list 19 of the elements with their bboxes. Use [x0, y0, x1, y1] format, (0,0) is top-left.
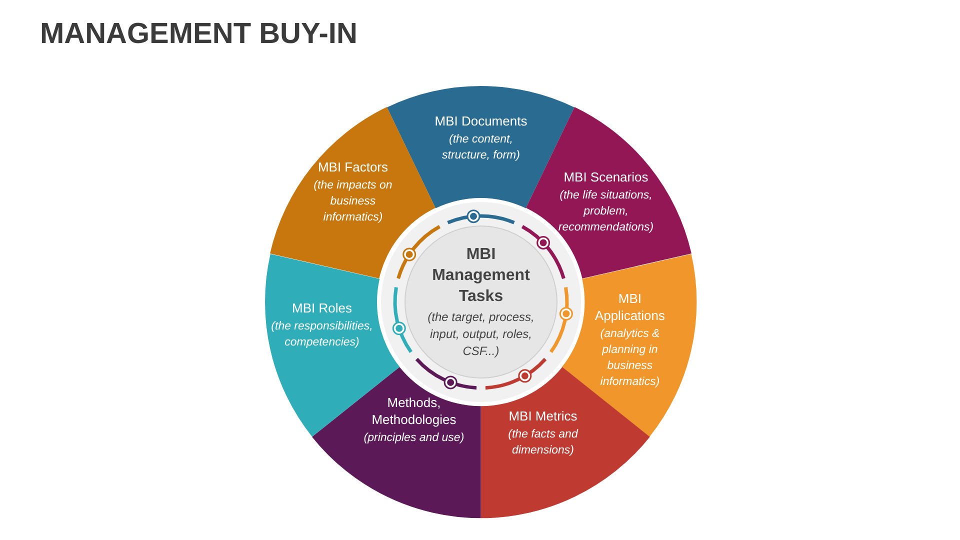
segment-heading: MBI Management Tasks: [431, 245, 531, 307]
center-circle: [404, 225, 558, 379]
segment-description: (the life situations, problem, recommendations): [557, 188, 655, 236]
segment-heading: MBI Scenarios: [562, 168, 650, 186]
segment-description: (principles and use): [362, 430, 466, 446]
segment-description: (the target, process, input, output, roles, CSF...): [426, 309, 536, 360]
segment-heading: MBI Documents: [434, 112, 528, 130]
segment-heading: MBI Metrics: [508, 407, 578, 424]
segment-heading: MBI Applications: [594, 290, 666, 324]
segment-heading: MBI Roles: [291, 299, 353, 316]
segment-description: (the content, structure, form): [441, 132, 521, 164]
segment-heading: MBI Factors: [316, 158, 390, 176]
segment-description: (the impacts on business informatics): [312, 178, 394, 226]
segment-heading: Methods, Methodologies: [370, 394, 458, 428]
segment-description: (the responsibilities, competencies): [270, 319, 374, 350]
title: MANAGEMENT BUY-IN: [40, 18, 358, 51]
segment-description: (analytics & planning in business informatics): [599, 326, 661, 390]
wheel-segment: [312, 366, 481, 518]
segment-description: (the facts and dimensions): [507, 427, 580, 458]
